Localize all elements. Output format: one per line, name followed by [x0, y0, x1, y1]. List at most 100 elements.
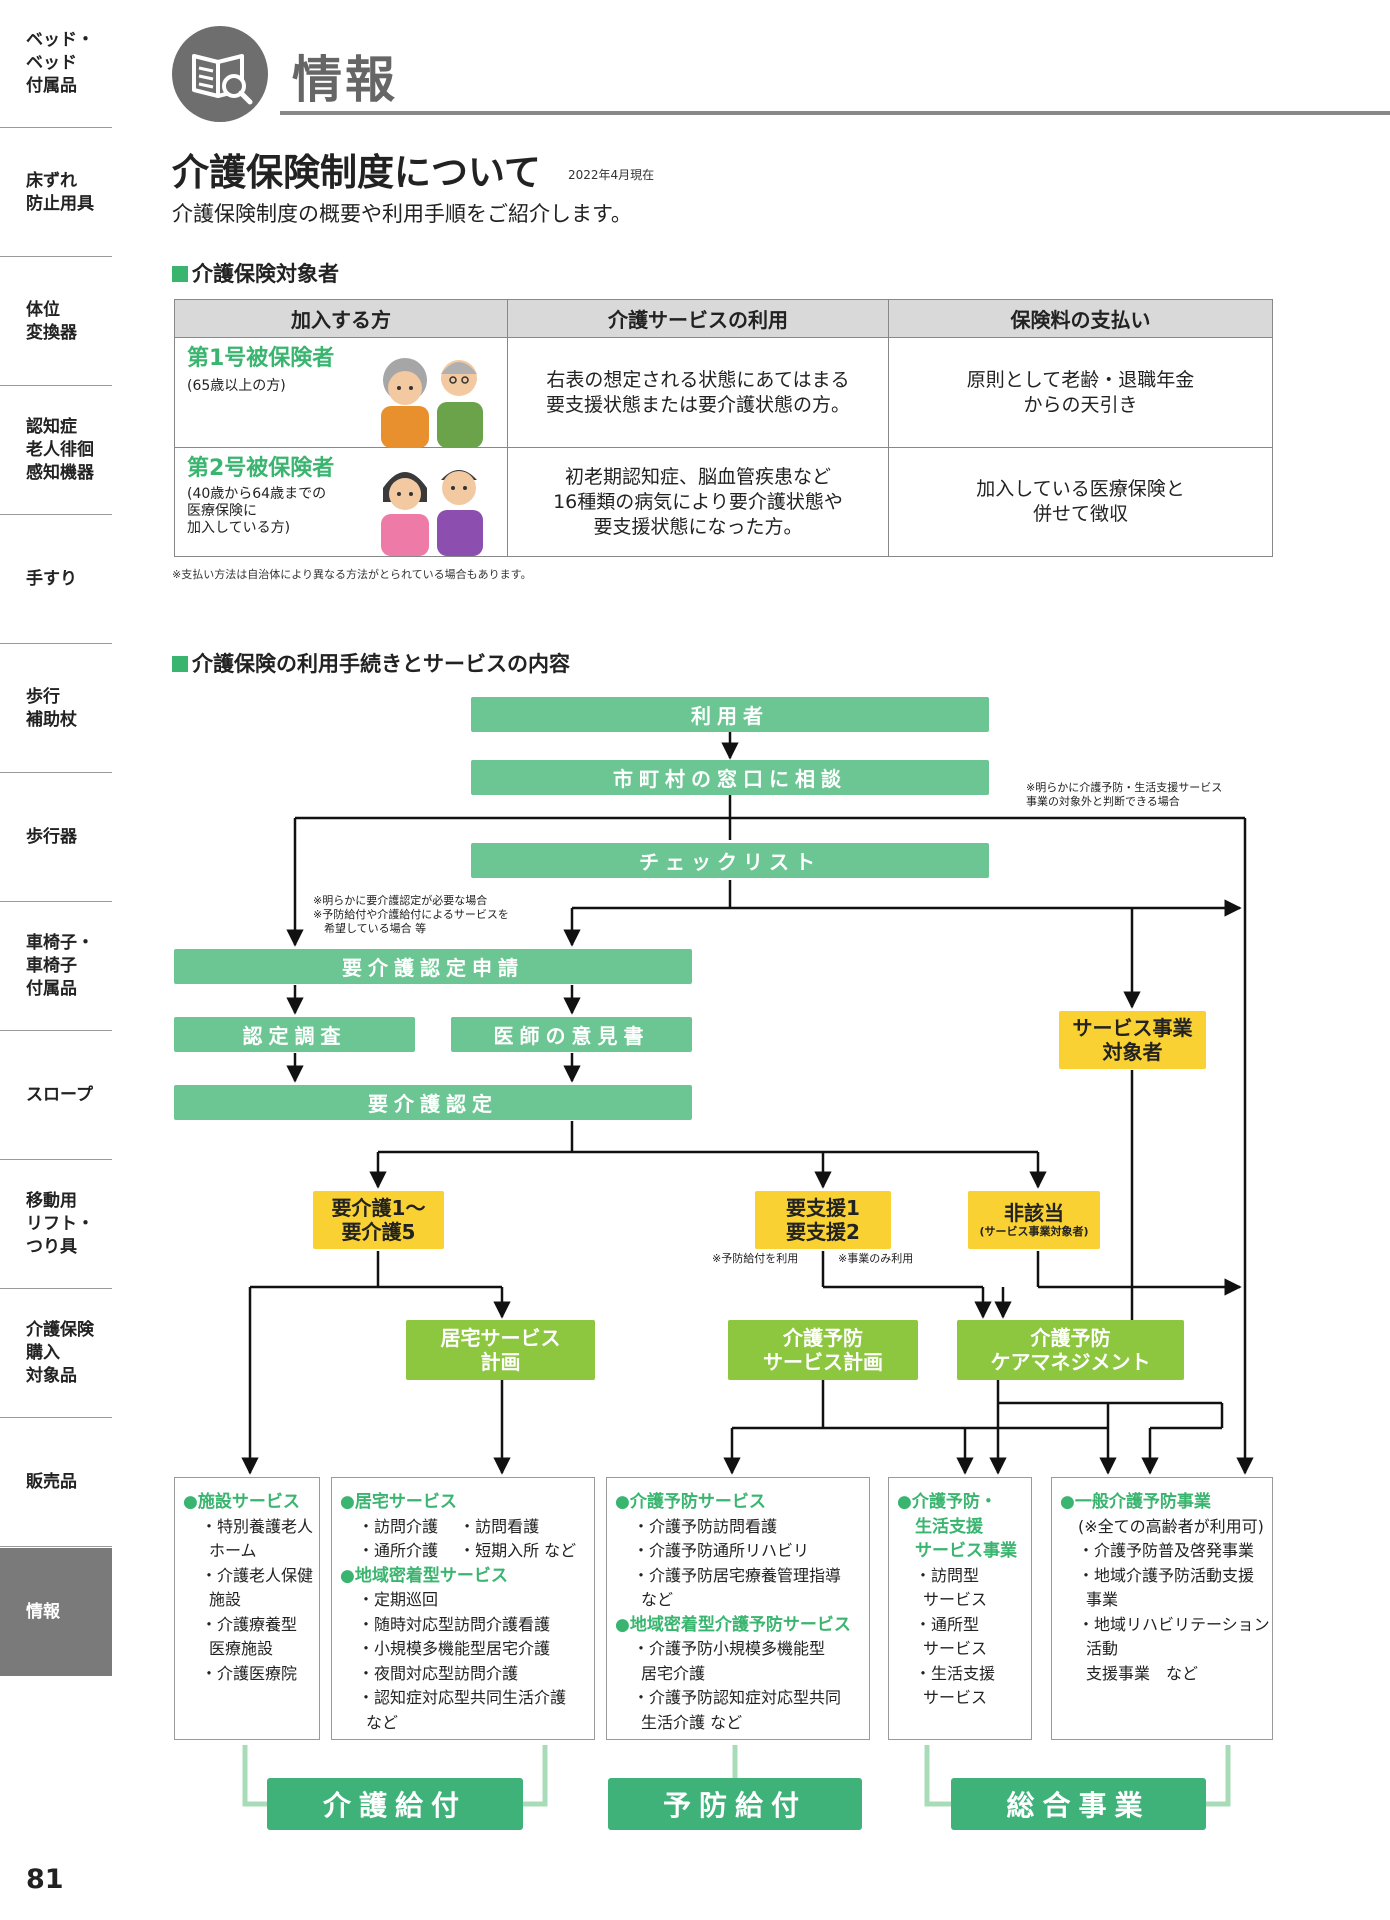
section-marker — [172, 266, 188, 282]
elderly-couple-icon — [381, 358, 483, 448]
service-item: ・介護老人保健 — [201, 1565, 314, 1585]
service-heading: 生活支援 — [915, 1516, 983, 1537]
service-item: 事業 — [1086, 1590, 1119, 1609]
service-item: サービス — [923, 1590, 988, 1609]
insured-table: 加入する方 介護サービスの利用 保険料の支払い 第1号被保険者 (65歳以上の方… — [174, 299, 1273, 557]
flow-care-1-5: 要介護1〜 要介護5 — [313, 1191, 444, 1249]
flow-survey: 認定調査 — [174, 1017, 415, 1052]
table-header: 加入する方 — [175, 300, 508, 338]
insured-note: (40歳から64歳までの 医療保険に 加入している方) — [187, 486, 327, 536]
sidebar-item[interactable]: スロープ — [0, 1032, 112, 1160]
table-cell-insured-2: 第2号被保険者 (40歳から64歳までの 医療保険に 加入している方) — [175, 448, 508, 556]
service-item: ・随時対応型訪問介護看護 — [358, 1614, 551, 1634]
service-item: 支援事業 など — [1086, 1663, 1199, 1683]
flow-apply: 要介護認定申請 — [174, 949, 692, 984]
flow-doctor: 医師の意見書 — [451, 1017, 692, 1052]
section-marker — [172, 656, 188, 672]
header-rule — [280, 111, 1390, 115]
service-item: 生活介護 など — [641, 1712, 743, 1732]
section-title-text: 介護保険の利用手続きとサービスの内容 — [192, 652, 570, 676]
table-cell-service: 右表の想定される状態にあてはまる 要支援状態または要介護状態の方。 — [508, 338, 889, 448]
flow-cert: 要介護認定 — [174, 1085, 692, 1120]
service-item: サービス — [923, 1639, 988, 1658]
service-box-home: ●居宅サービス・訪問介護 ・訪問看護・通所介護 ・短期入所 など●地域密着型サー… — [331, 1477, 595, 1740]
service-item: ・通所介護 ・短期入所 など — [358, 1541, 577, 1560]
page-title: 介護保険制度について — [172, 151, 541, 194]
service-item: ・介護予防訪問看護 — [633, 1516, 778, 1536]
sidebar-item[interactable]: 体位 変換器 — [0, 258, 112, 386]
flow-prevention-management: 介護予防 ケアマネジメント — [957, 1320, 1184, 1380]
flow-checklist: チェックリスト — [471, 843, 989, 878]
service-heading: ●介護予防・ — [897, 1492, 997, 1512]
service-item: 居宅介護 — [641, 1663, 706, 1683]
date-stamp: 2022年4月現在 — [568, 168, 655, 182]
sidebar-item[interactable]: 販売品 — [0, 1419, 112, 1547]
section-title-text: 介護保険対象者 — [192, 262, 339, 286]
service-item: ・地域介護予防活動支援 — [1078, 1565, 1255, 1585]
sidebar-item[interactable]: 車椅子・ 車椅子 付属品 — [0, 903, 112, 1031]
service-box-general-prevention: ●一般介護予防事業(※全ての高齢者が利用可)・介護予防普及啓発事業・地域介護予防… — [1051, 1477, 1273, 1740]
flow-consult: 市町村の窓口に相談 — [471, 760, 989, 795]
sidebar-item[interactable]: 情報 — [0, 1548, 112, 1676]
insured-note: (65歳以上の方) — [187, 378, 286, 394]
service-item: 活動 — [1086, 1639, 1119, 1658]
sidebar-item[interactable]: 床ずれ 防止用具 — [0, 129, 112, 257]
sidebar-item[interactable]: 手すり — [0, 516, 112, 644]
flow-service-target: サービス事業 対象者 — [1059, 1011, 1206, 1069]
section-title-procedure: 介護保険の利用手続きとサービスの内容 — [172, 648, 570, 678]
sidebar-item[interactable]: 歩行 補助杖 — [0, 645, 112, 773]
flow-home-plan: 居宅サービス 計画 — [406, 1320, 595, 1380]
flow-support-1-2: 要支援1 要支援2 — [755, 1191, 891, 1249]
sidebar-item[interactable]: 歩行器 — [0, 774, 112, 902]
table-footnote: ※支払い方法は自治体により異なる方法がとられている場合もあります。 — [172, 568, 532, 581]
note-use-prevention: ※予防給付を利用 — [712, 1252, 799, 1265]
sidebar-item[interactable]: 移動用 リフト・ つり具 — [0, 1161, 112, 1289]
service-item: ・介護予防普及啓発事業 — [1078, 1541, 1255, 1560]
header-title: 情報 — [292, 51, 398, 109]
section-title-insured: 介護保険対象者 — [172, 258, 339, 288]
note-clearly-outside: ※明らかに介護予防・生活支援サービス 事業の対象外と判断できる場合 — [1026, 781, 1223, 808]
service-item: サービス — [923, 1688, 988, 1707]
service-item: ・生活支援 — [915, 1663, 996, 1683]
sidebar-item[interactable]: 認知症 老人徘徊 感知機器 — [0, 387, 112, 515]
benefit-comprehensive: 総合事業 — [951, 1778, 1206, 1830]
book-magnifier-icon — [192, 54, 253, 105]
sidebar-item[interactable]: 介護保険 購入 対象品 — [0, 1290, 112, 1418]
service-heading: ●一般介護予防事業 — [1060, 1492, 1211, 1512]
service-item: ・特別養護老人 — [201, 1516, 314, 1536]
service-item: ・介護予防通所リハビリ — [633, 1541, 810, 1560]
flow-user: 利用者 — [471, 697, 989, 732]
service-item: ・小規模多機能型居宅介護 — [358, 1639, 551, 1658]
service-item: ・夜間対応型訪問介護 — [358, 1663, 519, 1683]
table-header: 介護サービスの利用 — [508, 300, 889, 338]
insured-type: 第2号被保険者 — [187, 456, 335, 481]
service-item: ・定期巡回 — [358, 1590, 439, 1609]
service-item: 医療施設 — [209, 1639, 274, 1658]
service-heading: ●居宅サービス — [340, 1492, 457, 1512]
benefit-care: 介護給付 — [267, 1778, 523, 1830]
middle-aged-couple-icon — [381, 470, 483, 556]
table-cell-service: 初老期認知症、脳血管疾患など 16種類の病気により要介護状態や 要支援状態になっ… — [508, 448, 889, 556]
table-cell-payment: 原則として老齢・退職年金 からの天引き — [889, 338, 1272, 448]
flow-prevention-plan: 介護予防 サービス計画 — [728, 1320, 918, 1380]
lead-text: 介護保険制度の概要や利用手順をご紹介します。 — [172, 202, 632, 226]
service-item: ・通所型 — [915, 1614, 980, 1634]
service-item: ・介護予防居宅療養管理指導 — [633, 1565, 842, 1585]
service-item: など — [641, 1590, 674, 1609]
service-heading: サービス事業 — [915, 1541, 1017, 1561]
flow-not-applicable: 非該当 (サービス事業対象者) — [968, 1191, 1100, 1249]
service-item: など — [366, 1712, 399, 1732]
service-item: ・地域リハビリテーション — [1078, 1614, 1270, 1634]
header-icon-circle — [172, 26, 268, 122]
sidebar-item[interactable]: ベッド・ ベッド 付属品 — [0, 0, 112, 128]
benefit-prevention: 予防給付 — [608, 1778, 862, 1830]
service-item: ・認知症対応型共同生活介護 — [358, 1688, 567, 1707]
table-header: 保険料の支払い — [889, 300, 1272, 338]
note-only-project: ※事業のみ利用 — [838, 1252, 914, 1265]
table-cell-insured-1: 第1号被保険者 (65歳以上の方) — [175, 338, 508, 448]
service-box-living-support: ●介護予防・生活支援サービス事業・訪問型サービス・通所型サービス・生活支援サービ… — [888, 1477, 1032, 1740]
service-item: ・介護療養型 — [201, 1614, 298, 1634]
service-box-facility: ●施設サービス・特別養護老人ホーム・介護老人保健施設・介護療養型医療施設・介護医… — [174, 1477, 320, 1740]
service-item: 施設 — [209, 1590, 242, 1609]
